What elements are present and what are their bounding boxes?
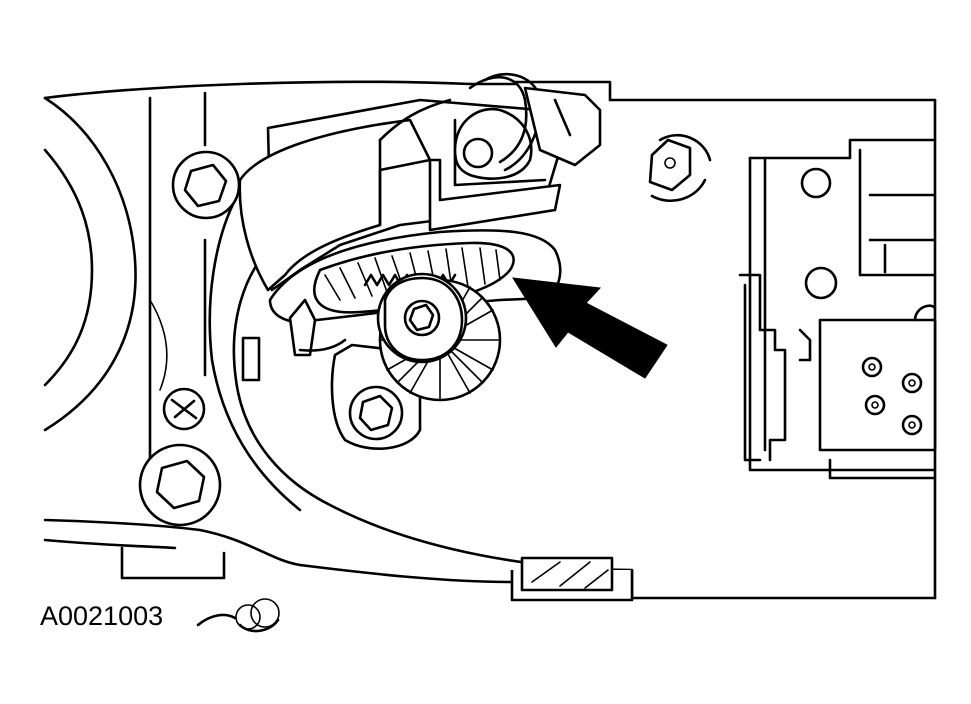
wire-harness (453, 72, 602, 180)
slot-left (241, 336, 261, 382)
cross-screw (162, 387, 206, 431)
blower-wheel (268, 229, 562, 402)
connector-coil (196, 598, 280, 633)
scroll-arcs (43, 96, 302, 512)
figure-code-label: A0021003 (40, 601, 164, 631)
retaining-clip (648, 134, 712, 203)
hex-nut-upper (171, 150, 241, 220)
control-module (738, 138, 937, 480)
hex-nut-lower (138, 443, 222, 527)
bottom-tab (510, 556, 634, 602)
indicator-arrow (512, 277, 668, 379)
